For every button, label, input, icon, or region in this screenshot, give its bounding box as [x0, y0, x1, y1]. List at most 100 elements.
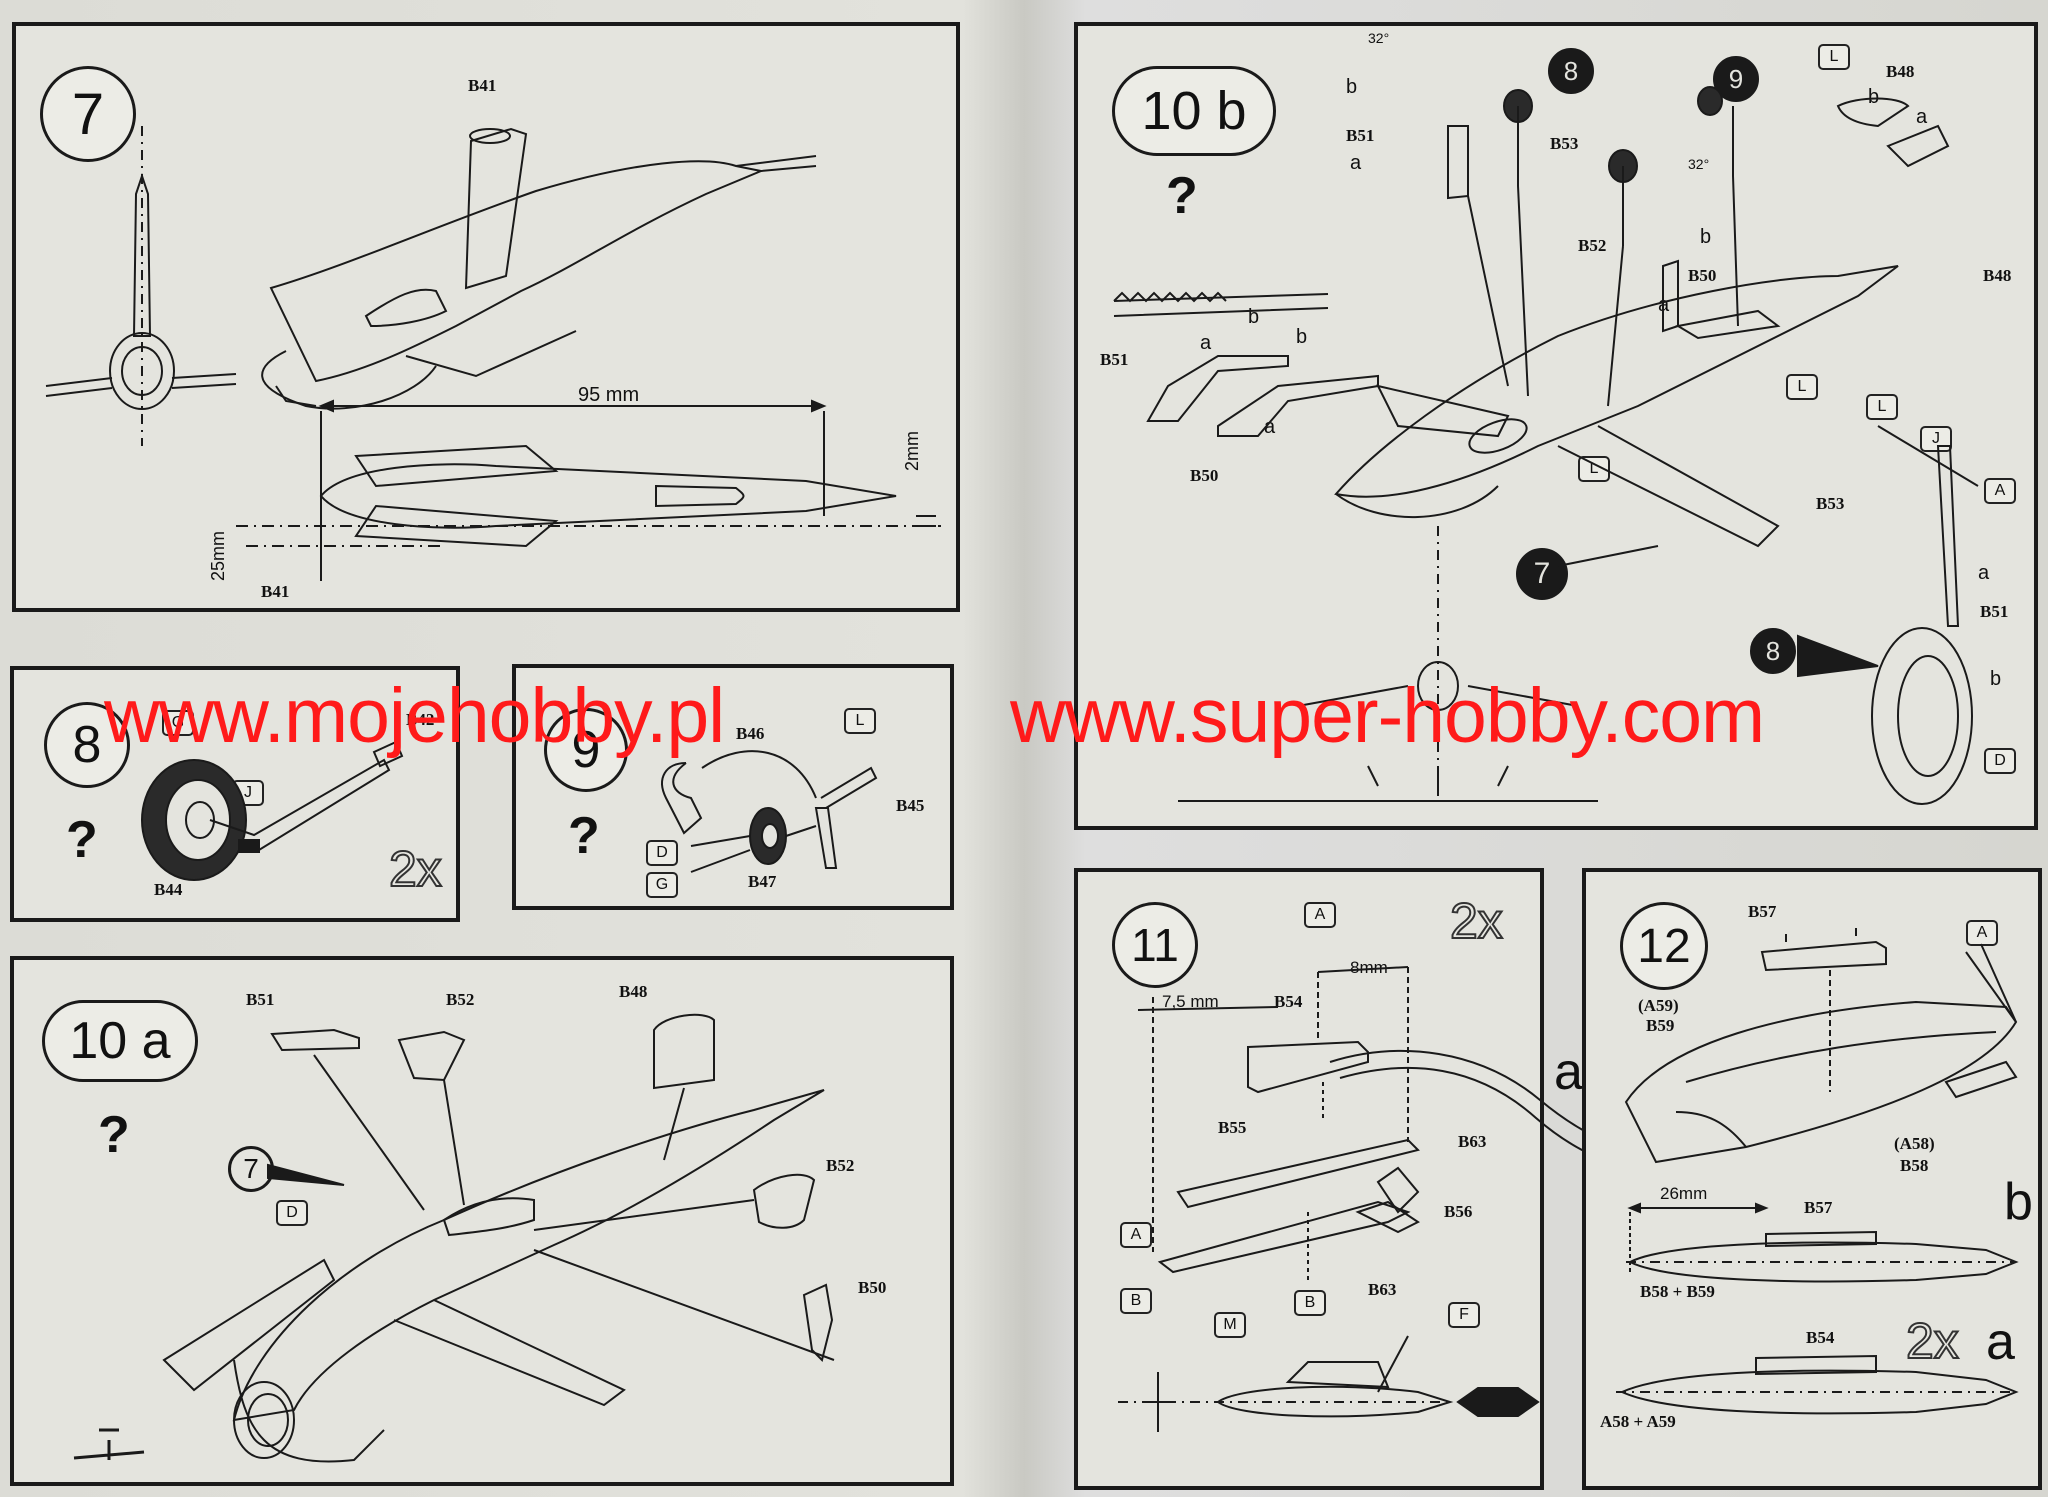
step-10a-label-b52-top: B52 — [446, 990, 475, 1009]
step-12-label-a58: (A58) — [1894, 1134, 1935, 1153]
watermark-super-hobby: www.super-hobby.com — [1010, 673, 1765, 759]
step-7-drawing — [16, 26, 956, 608]
step-10b-label-b52: B52 — [1578, 236, 1607, 255]
step-10b-label-b53-right: B53 — [1816, 494, 1845, 513]
step-9-strut-drawing — [516, 668, 950, 906]
step-10b-angle-a: 32° — [1368, 30, 1390, 46]
step-12-label-a59: (A59) — [1638, 996, 1679, 1015]
step-10b-label-b48-top: B48 — [1886, 62, 1915, 81]
step-12-panel: 12 B57 A (A59) B59 (A58) B58 26mm B57 b … — [1582, 868, 2042, 1490]
step-10b-part-j: J — [1920, 426, 1952, 452]
step-10b-label-b51-left: B51 — [1100, 350, 1129, 369]
step-10b-part-l-right: L — [1866, 394, 1898, 420]
step-11-part-m: M — [1214, 1312, 1246, 1338]
step-10b-part-a: A — [1984, 478, 2016, 504]
step-12-letter-b: b — [2004, 1173, 2033, 1231]
step-12-label-b57-bottom: B57 — [1804, 1198, 1833, 1217]
step-8-question: ? — [66, 811, 98, 869]
step-7-panel: 7 B41 B41 95 mm 2mm 25mm — [12, 22, 960, 612]
step-11-label-b54: B54 — [1274, 992, 1303, 1011]
step-10b-number: 10 b — [1112, 66, 1276, 156]
step-11-dim-75mm: 7,5 mm — [1162, 992, 1219, 1011]
step-10a-label-b51: B51 — [246, 990, 275, 1009]
step-12-label-b58-b59: B58 + B59 — [1640, 1282, 1715, 1301]
step-10b-label-b48-right: B48 — [1983, 266, 2012, 285]
step-10b-letter-a6: a — [1978, 562, 1990, 584]
step-10b-panel: 10 b ? 8 9 7 8 32° 32° B51 B53 B52 B50 B… — [1074, 22, 2038, 830]
step-12-multiplier: 2x — [1905, 1312, 1960, 1370]
step-12-letter-a: a — [1986, 1313, 2015, 1371]
step-12-label-b59: B59 — [1646, 1016, 1675, 1035]
step-10b-letter-a2: a — [1200, 332, 1212, 354]
step-11-label-b55: B55 — [1218, 1118, 1247, 1137]
step-12-label-b57-top: B57 — [1748, 902, 1777, 921]
step-10a-part-d: D — [276, 1200, 308, 1226]
step-12-part-a: A — [1966, 920, 1998, 946]
step-10a-label-b48: B48 — [619, 982, 648, 1001]
step-10b-letter-b1: b — [1346, 76, 1358, 98]
step-7-number: 7 — [40, 66, 136, 162]
step-10b-letter-b2: b — [1248, 306, 1260, 328]
step-10b-part-l-mid: L — [1786, 374, 1818, 400]
step-7-dim-95mm: 95 mm — [578, 384, 640, 406]
step-11-multiplier: 2x — [1449, 892, 1504, 950]
step-10a-label-b50: B50 — [858, 1278, 887, 1297]
step-8-multiplier: 2x — [388, 840, 443, 898]
step-9-part-l: L — [844, 708, 876, 734]
step-11-label-b63-bottom: B63 — [1368, 1280, 1397, 1299]
step-12-drawing — [1586, 872, 2038, 1486]
step-11-drawing — [1078, 872, 1540, 1486]
step-10a-question: ? — [98, 1106, 130, 1164]
step-8-number: 8 — [44, 702, 130, 788]
step-11-part-a-top: A — [1304, 902, 1336, 928]
step-10b-label-b51-right: B51 — [1980, 602, 2009, 621]
step-12-label-b58: B58 — [1900, 1156, 1929, 1175]
step-9-panel: 9 ? L B46 B45 D G B47 — [512, 664, 954, 910]
step-10a-callout-7: 7 — [228, 1146, 274, 1192]
step-10a-label-b52-right: B52 — [826, 1156, 855, 1175]
step-10b-letter-b4: b — [1700, 226, 1712, 248]
step-10b-letter-b3: b — [1296, 326, 1308, 348]
step-11-letter-a: a — [1554, 1043, 1583, 1101]
step-11-part-a-left: A — [1120, 1222, 1152, 1248]
step-9-label-b46: B46 — [736, 724, 765, 743]
step-7-label-b41-bottom: B41 — [261, 582, 290, 601]
step-9-number: 9 — [544, 708, 628, 792]
step-12-label-b54: B54 — [1806, 1328, 1835, 1347]
step-10b-label-b50-top: B50 — [1688, 266, 1717, 285]
watermark-mojehobby: www.mojehobby.pl — [104, 673, 725, 759]
step-10a-drawing — [14, 960, 950, 1482]
step-8-wheel-drawing — [14, 670, 456, 918]
step-9-label-b47: B47 — [748, 872, 777, 891]
step-10b-callout-8-top: 8 — [1548, 48, 1594, 94]
step-10a-number: 10 a — [42, 1000, 198, 1082]
step-10b-letter-a3: a — [1264, 416, 1276, 438]
step-12-label-a58-a59: A58 + A59 — [1600, 1412, 1676, 1431]
step-10b-drawing — [1078, 26, 2034, 826]
step-8-label-b44: B44 — [154, 880, 183, 899]
step-11-dim-8mm: 8mm — [1350, 958, 1388, 977]
step-11-panel: 11 2x A 7,5 mm 8mm B54 B55 B63 B56 B63 A… — [1074, 868, 1583, 1490]
step-11-label-b56: B56 — [1444, 1202, 1473, 1221]
step-10b-angle-b: 32° — [1688, 156, 1710, 172]
step-10a-panel: 10 a ? B51 B52 B48 B52 B50 D 7 — [10, 956, 954, 1486]
step-9-label-b45: B45 — [896, 796, 925, 815]
step-10b-letter-a1: a — [1350, 152, 1362, 174]
step-10b-label-b51-top: B51 — [1346, 126, 1375, 145]
step-11-part-b-left: B — [1120, 1288, 1152, 1314]
step-9-question: ? — [568, 807, 600, 865]
step-11-number: 11 — [1112, 902, 1198, 988]
step-8-label-b42: B42 — [406, 710, 435, 729]
step-10b-letter-b5: b — [1868, 86, 1880, 108]
step-10b-label-b53-top: B53 — [1550, 134, 1579, 153]
step-12-number: 12 — [1620, 902, 1708, 990]
step-10b-letter-b6: b — [1990, 668, 2002, 690]
step-8-part-g: G — [162, 710, 194, 736]
step-10b-question: ? — [1166, 167, 1198, 225]
step-10b-callout-9: 9 — [1713, 56, 1759, 102]
step-7-label-b41-top: B41 — [468, 76, 497, 95]
step-10b-part-d: D — [1984, 748, 2016, 774]
step-9-part-g: G — [646, 872, 678, 898]
step-11-part-b-mid: B — [1294, 1290, 1326, 1316]
step-8-panel: 8 ? 2x G J B42 B44 — [10, 666, 460, 922]
